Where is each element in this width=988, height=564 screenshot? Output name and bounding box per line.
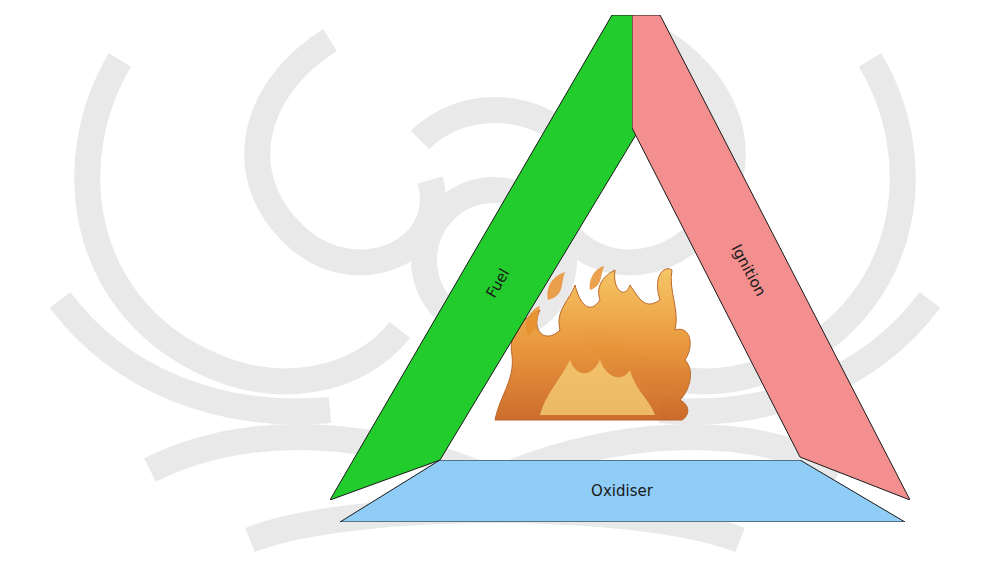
band-label: Oxidiser (591, 484, 653, 499)
band-outline (340, 460, 905, 522)
oxidiser-band: Oxidiser (340, 460, 905, 522)
band-outline (330, 15, 640, 500)
ignition-band: Ignition (632, 15, 910, 500)
band-shape (632, 15, 910, 500)
band-shape (330, 15, 640, 500)
fuel-band: Fuel (330, 15, 640, 500)
band-outline (632, 15, 910, 500)
